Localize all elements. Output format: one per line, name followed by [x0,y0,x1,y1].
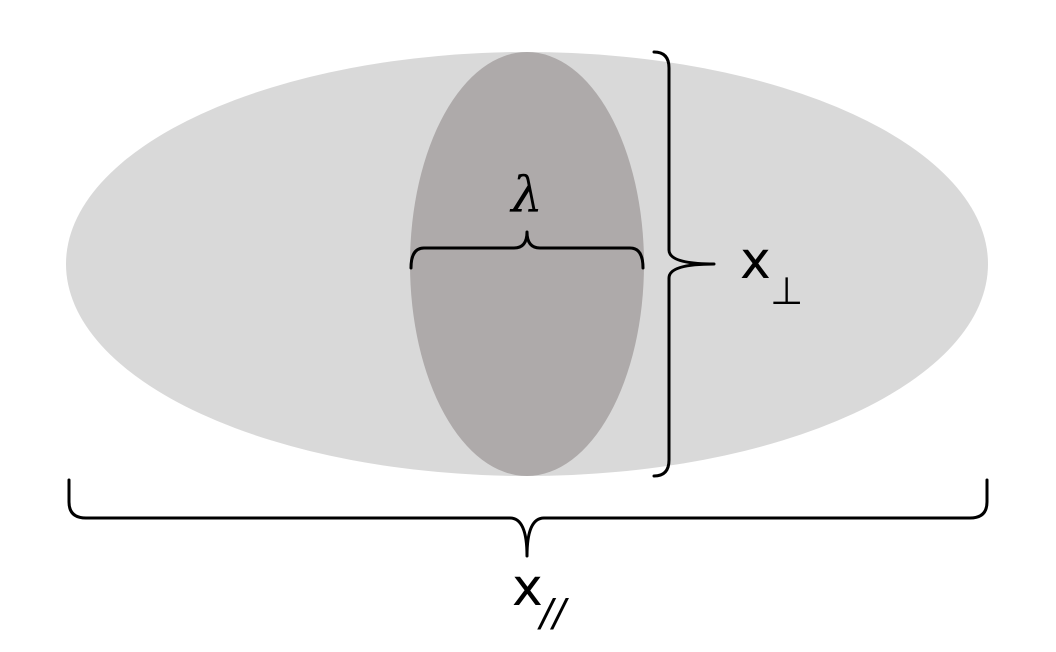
x-parallel-label: x [512,558,543,618]
x-perpendicular-label: x [740,231,771,291]
x-perpendicular-base: x [740,231,771,291]
x-parallel-base: x [512,558,543,618]
inner-ellipse [410,52,644,476]
parallel-brace [67,478,989,558]
lambda-label: λ [509,166,543,224]
lambda-brace [409,230,645,270]
perpendicular-brace [652,50,716,478]
x-parallel-subscript: // [537,591,570,635]
x-perpendicular-subscript: ⊥ [770,269,803,313]
